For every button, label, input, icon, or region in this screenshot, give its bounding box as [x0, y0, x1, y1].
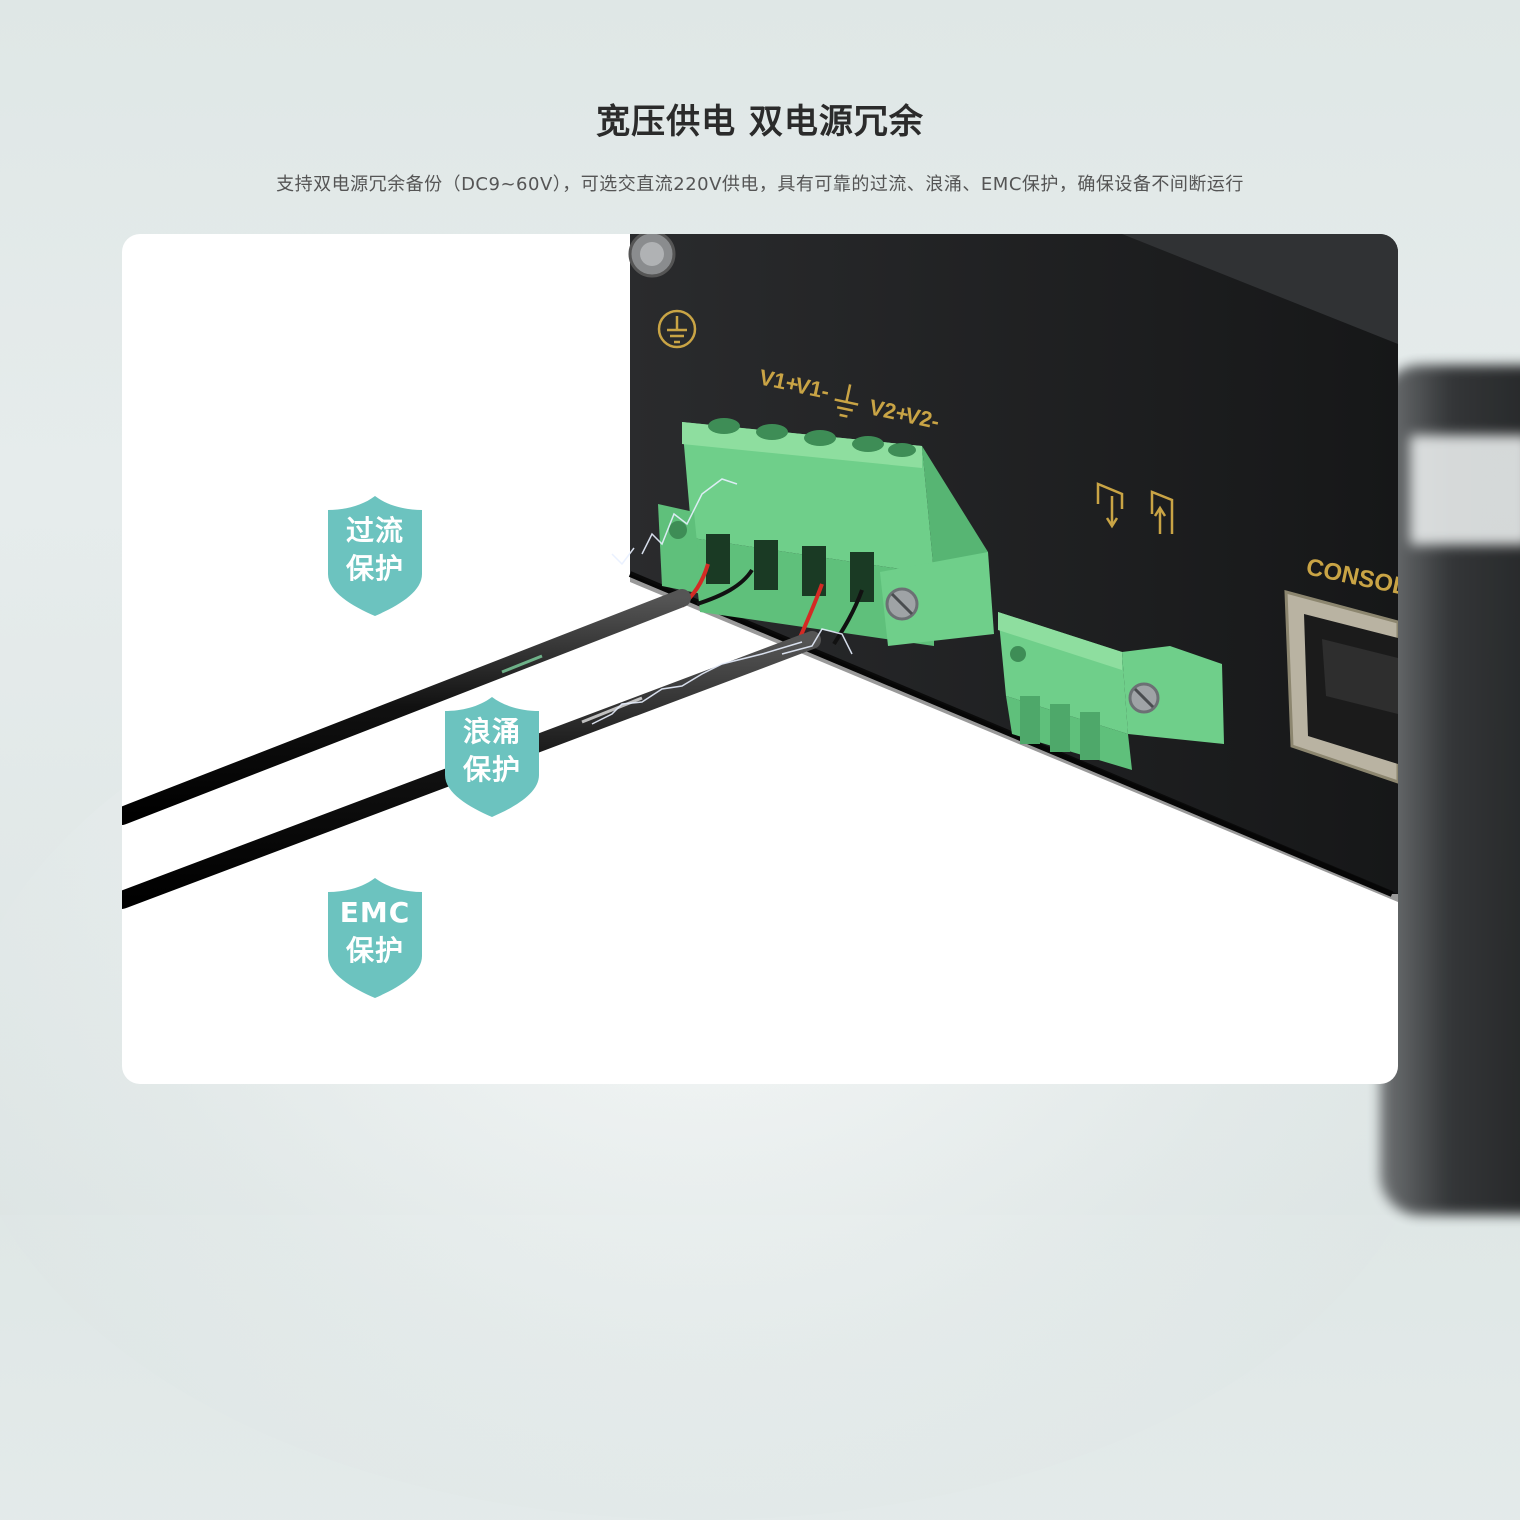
badge-line1: 浪涌	[462, 715, 521, 748]
page-subtitle: 支持双电源冗余备份（DC9~60V），可选交直流220V供电，具有可靠的过流、浪…	[276, 174, 1244, 195]
relay-symbol-icon	[1096, 482, 1174, 534]
electric-spark-effect	[591, 478, 853, 725]
power-cable-1	[122, 589, 691, 825]
ground-symbol-icon	[657, 309, 697, 349]
product-photo: V1+ V1- V2+ V2- CONSOLE	[122, 234, 1398, 909]
badge-line1: 过流	[345, 514, 404, 547]
page-title: 宽压供电 双电源冗余	[596, 102, 924, 142]
badge-line1: EMC	[339, 896, 411, 929]
power-terminal-block	[658, 418, 994, 646]
badge-line2: 保护	[462, 753, 521, 786]
device-bottom-shadow	[630, 574, 1398, 902]
console-rj45-port	[1284, 590, 1398, 784]
background-device-blurred	[1380, 365, 1520, 1215]
ground-terminal-symbol-icon	[834, 384, 859, 418]
product-photo-card: V1+ V1- V2+ V2- CONSOLE	[122, 234, 1398, 1084]
badge-line2: 保护	[345, 552, 404, 585]
badge-overcurrent-protection: 过流 保护	[328, 496, 422, 616]
badge-emc-protection: EMC 保护	[328, 878, 422, 998]
badge-line2: 保护	[345, 934, 404, 967]
badge-surge-protection: 浪涌 保护	[445, 697, 539, 817]
device-top-edge	[1022, 234, 1398, 344]
device-label-sticker	[1410, 435, 1520, 545]
relay-terminal-block	[998, 612, 1224, 770]
